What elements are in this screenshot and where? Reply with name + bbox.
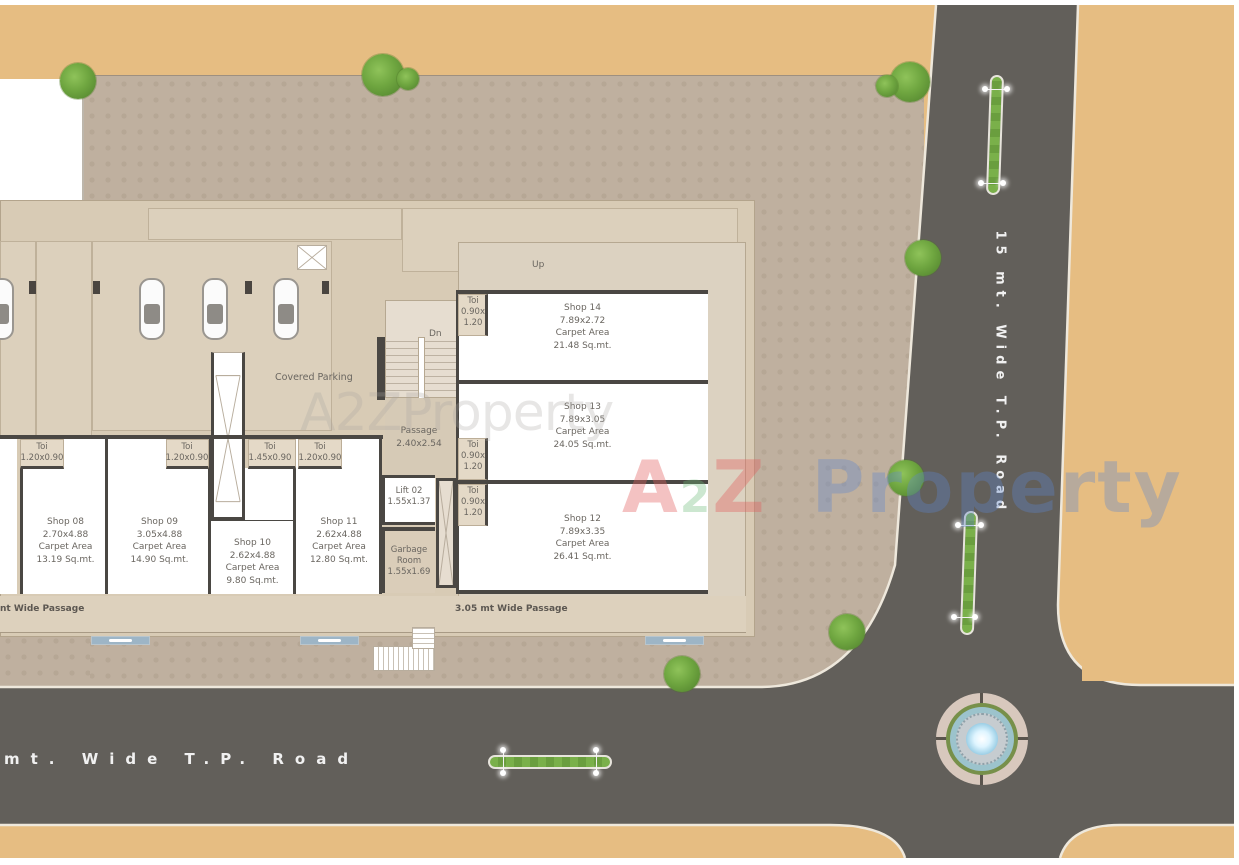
street-lamp [951, 614, 957, 620]
shop-14[interactable] [456, 294, 708, 380]
wall [456, 380, 708, 384]
staircase[interactable] [385, 300, 457, 399]
open-plot-bottom-left [0, 827, 880, 858]
window [645, 636, 704, 645]
road-label-horizontal: mt. Wide T.P. Road [4, 750, 360, 768]
duct-shaft [297, 245, 327, 270]
wall [0, 435, 383, 439]
toilet[interactable] [458, 438, 488, 480]
street-lamp [972, 614, 978, 620]
tree [397, 68, 419, 90]
covered-parking-label: Covered Parking [275, 372, 353, 383]
shop-12[interactable] [456, 484, 708, 590]
window [300, 636, 359, 645]
toilet[interactable] [20, 439, 64, 469]
street-lamp [978, 180, 984, 186]
open-plot-top [0, 5, 935, 75]
shop-13[interactable] [456, 384, 708, 480]
toilet[interactable] [166, 439, 209, 469]
column [245, 281, 252, 294]
lift-shaft-2 [436, 478, 456, 588]
shop-partial-left [0, 439, 17, 594]
open-plot-bottom-right [1076, 827, 1234, 858]
street-lamp [1004, 86, 1010, 92]
lift-02[interactable] [382, 475, 435, 525]
street-lamp [978, 522, 984, 528]
toilet[interactable] [458, 294, 488, 336]
toilet[interactable] [298, 439, 342, 469]
parked-car [139, 278, 165, 340]
stair-dn-label: Dn [429, 329, 442, 339]
wide-passage-label-right: 3.05 mt Wide Passage [455, 604, 568, 614]
tree [664, 656, 700, 692]
ramp-up-label: Up [532, 260, 545, 270]
site-plan: 15 mt. Wide T.P. Road mt. Wide T.P. Road… [0, 5, 1234, 858]
wall [377, 337, 385, 400]
entrance-steps[interactable] [373, 646, 435, 671]
driveway-left [36, 241, 92, 437]
street-lamp [593, 770, 599, 776]
tree [888, 460, 924, 496]
parked-car [273, 278, 299, 340]
shop-10-upper [245, 468, 296, 520]
toilet[interactable] [248, 439, 296, 469]
street-lamp [1000, 180, 1006, 186]
wall [456, 480, 708, 484]
tree [60, 63, 96, 99]
street-lamp [593, 747, 599, 753]
wide-passage [0, 596, 746, 633]
column [93, 281, 100, 294]
watermark-colored: A2Z Property [622, 445, 1183, 529]
watermark-gray: A2ZProperty [300, 383, 614, 443]
road-median-bottom [488, 755, 612, 769]
passage [385, 398, 457, 476]
parked-car [202, 278, 228, 340]
roundabout [936, 693, 1028, 785]
street-lamp [955, 522, 961, 528]
column [322, 281, 329, 294]
street-lamp [982, 86, 988, 92]
road-label-vertical: 15 mt. Wide T.P. Road [992, 230, 1008, 516]
wall [456, 590, 708, 594]
column [29, 281, 36, 294]
road-network [0, 5, 1234, 858]
tree [876, 75, 898, 97]
tree [905, 240, 941, 276]
garbage-room[interactable] [382, 527, 435, 593]
street-lamp [500, 770, 506, 776]
street-lamp [500, 747, 506, 753]
wall [456, 290, 708, 294]
tree [829, 614, 865, 650]
entrance-steps-upper [412, 627, 435, 649]
toilet[interactable] [458, 484, 488, 526]
open-plot-right [1082, 5, 1234, 681]
slab-step [148, 208, 402, 240]
wide-passage-label-left: nt Wide Passage [0, 604, 85, 614]
window [91, 636, 150, 645]
parked-car [0, 278, 14, 340]
